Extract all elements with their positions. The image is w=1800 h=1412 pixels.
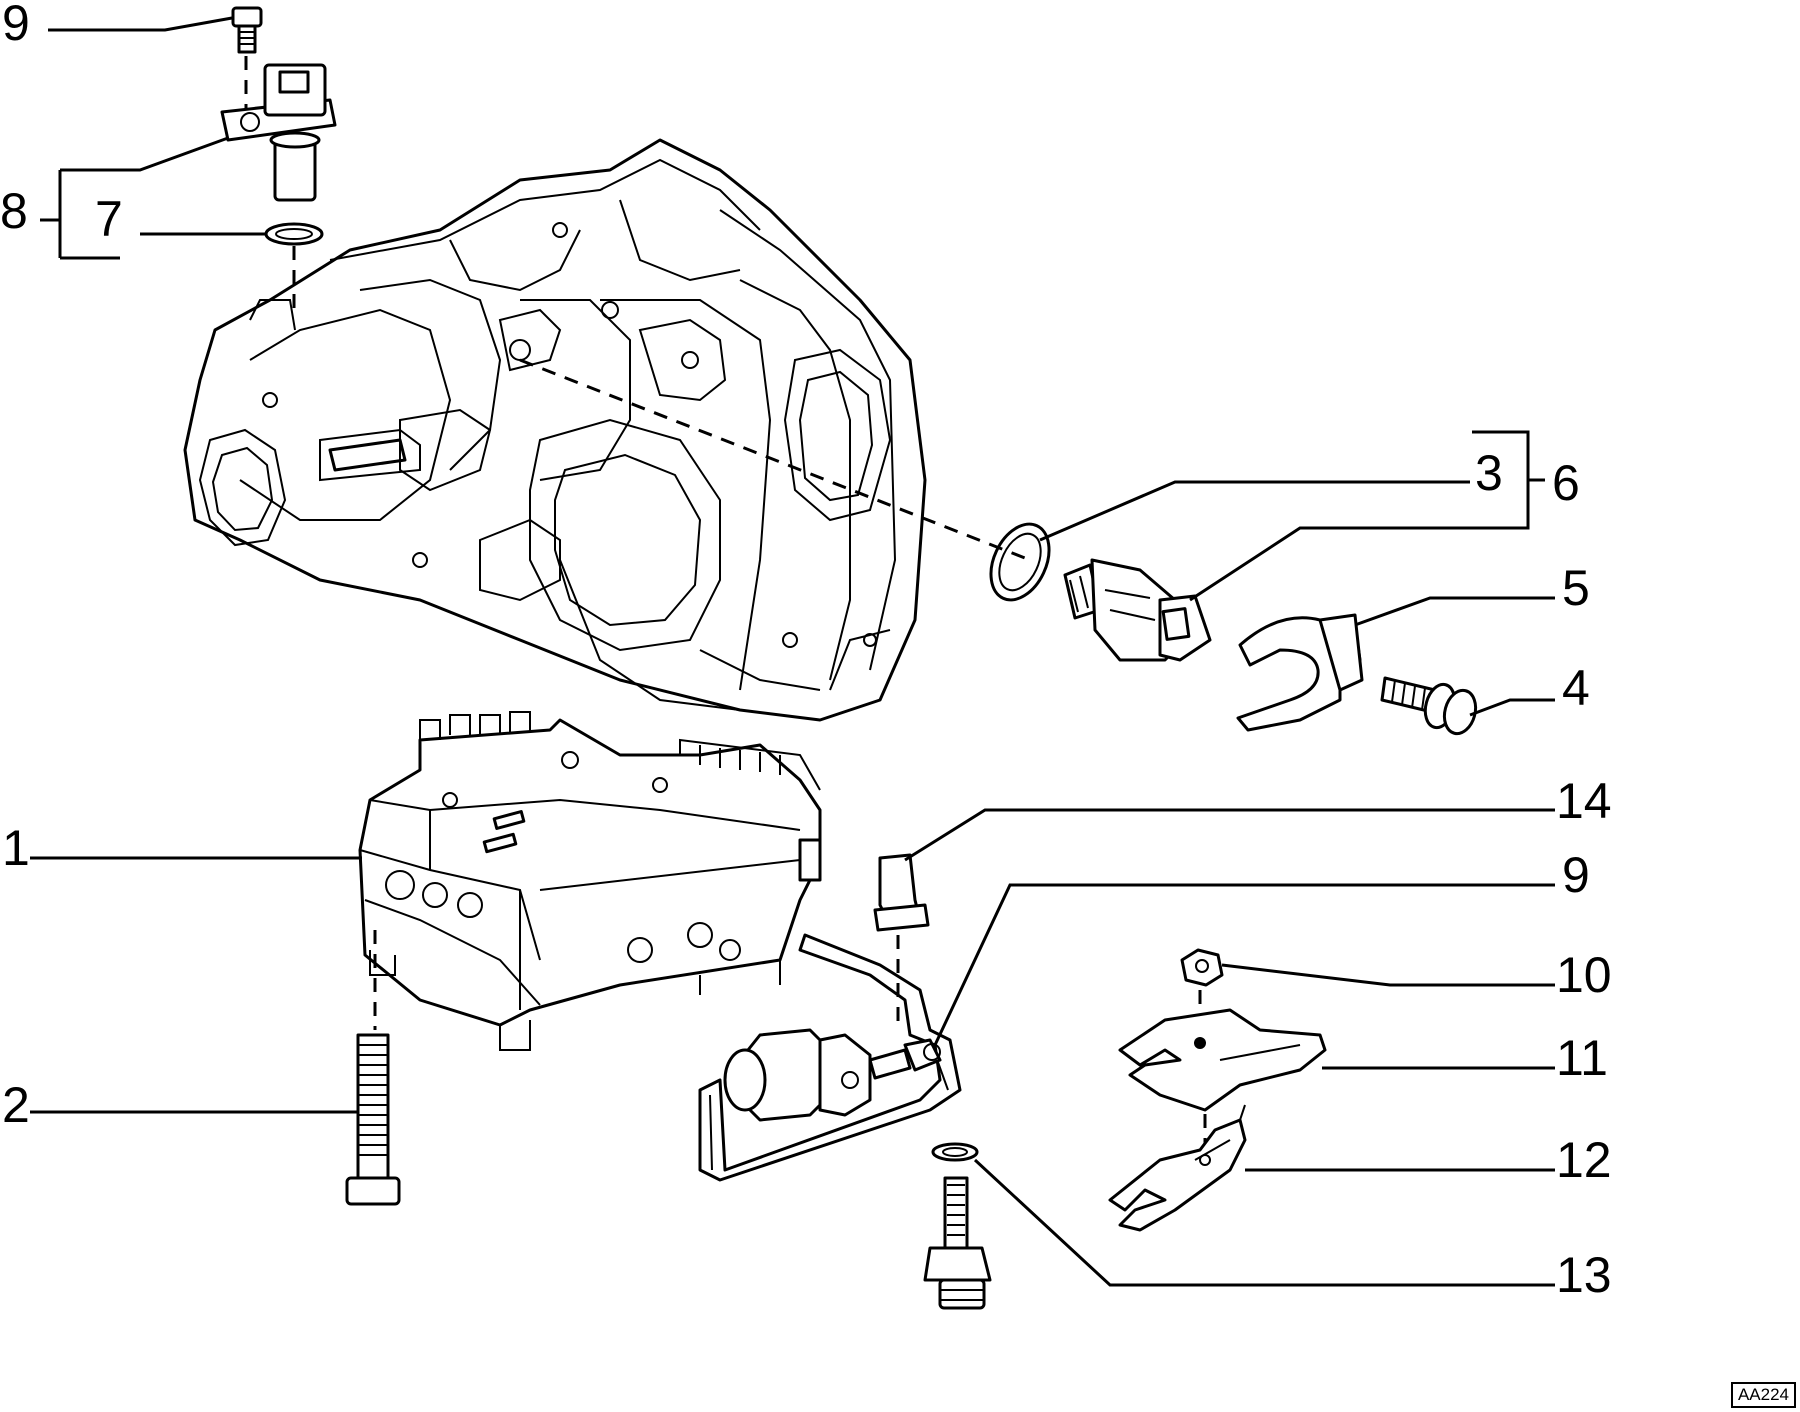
leader-5: [1354, 596, 1555, 627]
leader-10: [1221, 963, 1555, 987]
part-clip-14: [873, 853, 930, 932]
leader-9-top: [48, 16, 233, 32]
callout-1: 1: [2, 820, 30, 876]
leader-8-bracket: [58, 136, 229, 260]
part-speed-sensor: [220, 63, 337, 202]
callout-3: 3: [1475, 445, 1503, 501]
callout-2: 2: [2, 1077, 30, 1133]
callout-9-bottom: 9: [1562, 847, 1590, 903]
callout-5: 5: [1562, 560, 1590, 616]
part-seal-ring-3: [989, 522, 1051, 602]
axis-sensor-top: [244, 56, 296, 310]
part-solenoid-harness: [698, 933, 962, 1182]
leader-4: [1469, 698, 1555, 717]
part-switch-6: [1063, 558, 1212, 662]
callout-7: 7: [95, 191, 123, 247]
leader-9-bottom: [933, 883, 1555, 1046]
leader-6-to-switch: [1189, 526, 1470, 602]
axis-switch: [519, 358, 1031, 562]
part-bolt-2: [345, 1033, 401, 1206]
callout-4: 4: [1562, 660, 1590, 716]
part-sensor-plug: [923, 1176, 992, 1310]
callout-8: 8: [0, 183, 28, 239]
callout-11: 11: [1556, 1030, 1608, 1086]
part-valve-body: [358, 711, 822, 1051]
leader-3: [1039, 480, 1470, 542]
leader-13: [973, 1158, 1555, 1287]
gearbox-housing: [183, 138, 927, 722]
leader-14: [904, 808, 1555, 862]
callout-14: 14: [1556, 773, 1612, 829]
part-bracket-11: [1118, 1008, 1327, 1112]
callout-12: 12: [1556, 1132, 1612, 1188]
part-fork-5: [1236, 613, 1364, 732]
callout-6: 6: [1552, 455, 1580, 511]
leader-6-bracket: [1470, 430, 1545, 530]
callout-13: 13: [1556, 1247, 1612, 1303]
part-washer-13: [931, 1142, 979, 1162]
part-nut-10: [1180, 948, 1224, 987]
part-bracket-12: [1108, 1104, 1247, 1232]
part-o-ring-7: [264, 222, 324, 246]
callout-10: 10: [1556, 947, 1612, 1003]
part-bolt-4: [1380, 676, 1478, 736]
reference-code-label: AA224: [1730, 1382, 1796, 1408]
callout-9-top: 9: [2, 0, 30, 51]
leader-lines: [30, 16, 1555, 1287]
part-bolt-top: [231, 6, 263, 54]
callout-labels: 9 8 7 3 6 5 4 1 14 9 10 11 2 12 13: [0, 0, 1612, 1303]
